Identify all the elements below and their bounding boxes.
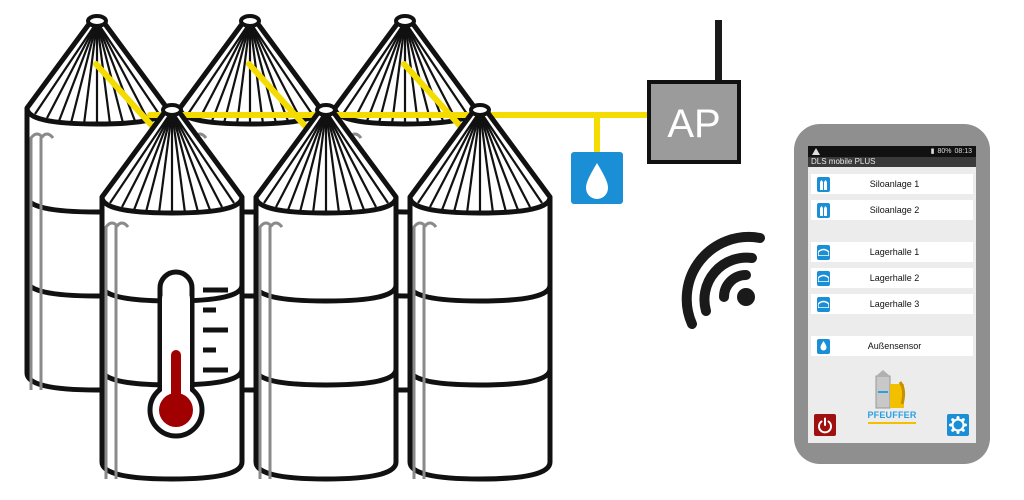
- list-item-lagerhalle-3[interactable]: Lagerhalle 3: [811, 294, 973, 314]
- list-item-lagerhalle-1[interactable]: Lagerhalle 1: [811, 242, 973, 262]
- item-label: Siloanlage 2: [869, 205, 920, 215]
- warehouse-icon: [817, 296, 830, 312]
- silo-icon: [817, 176, 830, 192]
- item-label: Lagerhalle 2: [869, 273, 920, 283]
- smartphone: ▮ 80% 08:13 DLS mobile PLUS Siloanlage 1…: [794, 124, 990, 464]
- settings-button[interactable]: [947, 414, 969, 436]
- wifi-icon: [681, 231, 765, 329]
- list-item-siloanlage-2[interactable]: Siloanlage 2: [811, 200, 973, 220]
- humidity-sensor: [571, 152, 623, 204]
- warning-icon: [812, 148, 820, 155]
- item-label: Außensensor: [867, 341, 922, 351]
- warehouse-icon: [817, 270, 830, 286]
- list-item-siloanlage-1[interactable]: Siloanlage 1: [811, 174, 973, 194]
- power-icon: [818, 417, 832, 434]
- power-button[interactable]: [814, 414, 836, 436]
- list-item-lagerhalle-2[interactable]: Lagerhalle 2: [811, 268, 973, 288]
- item-label: Siloanlage 1: [869, 179, 920, 189]
- gear-icon: [949, 416, 967, 434]
- phone-screen: ▮ 80% 08:13 DLS mobile PLUS Siloanlage 1…: [808, 146, 976, 443]
- status-bar: ▮ 80% 08:13: [808, 146, 976, 157]
- item-label: Lagerhalle 1: [869, 247, 920, 257]
- ap-label: AP: [667, 102, 720, 146]
- thermometer-icon: [147, 269, 228, 439]
- app-title: DLS mobile PLUS: [808, 157, 976, 167]
- drop-icon: [817, 338, 830, 354]
- warehouse-icon: [817, 244, 830, 260]
- item-label: Lagerhalle 3: [869, 299, 920, 309]
- battery-level: 80%: [937, 148, 952, 155]
- logo-underline: [868, 422, 916, 424]
- drop-icon: [586, 163, 608, 199]
- pfeuffer-logo: PFEUFFER: [862, 368, 922, 424]
- access-point: AP: [647, 20, 741, 164]
- logo-text: PFEUFFER: [867, 410, 917, 420]
- clock: 08:13: [954, 148, 972, 155]
- list-item-aussensensor[interactable]: Außensensor: [811, 336, 973, 356]
- signal-icon: ▮: [930, 148, 935, 155]
- silo-icon: [817, 202, 830, 218]
